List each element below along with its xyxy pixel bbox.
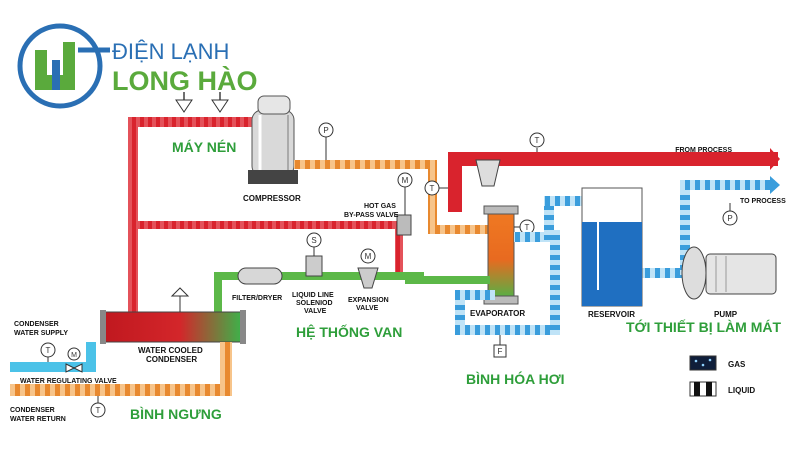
to-process-pressure-letter: P <box>727 214 732 223</box>
pressure-gauge-icon <box>318 122 334 160</box>
brand-line1: ĐIỆN LẠNH <box>112 39 229 64</box>
evap-temp-letter: T <box>525 223 530 232</box>
filter-dryer-label: FILTER/DRYER <box>232 295 282 302</box>
compressor-vn-label: MÁY NÉN <box>172 139 236 155</box>
brand-line2: LONG HÀO <box>112 65 258 96</box>
evaporator-label: EVAPORATOR <box>470 309 525 318</box>
legend-gas-label: GAS <box>728 360 746 369</box>
legend-liquid-label: LIQUID <box>728 386 755 395</box>
pump-label: PUMP <box>714 310 738 319</box>
from-process-label: FROM PROCESS <box>675 147 732 154</box>
hot-gas-label: HOT GAS <box>364 203 396 210</box>
brand-logo <box>17 23 110 109</box>
from-process-pipe <box>448 148 780 212</box>
condenser-supply-label-2: WATER SUPPLY <box>14 330 68 337</box>
cooling-device-vn-label: TỚI THIẾT BỊ LÀM MÁT <box>626 318 781 335</box>
reservoir-tank <box>581 187 643 307</box>
solenoid-valve <box>305 232 323 277</box>
expansion-motor-letter: M <box>365 252 372 261</box>
compressor <box>248 95 298 184</box>
valves-vn-label: HỆ THỐNG VAN <box>296 323 402 340</box>
regulating-valve-icon <box>65 347 83 373</box>
regulating-valve-label: WATER REGULATING VALVE <box>20 378 117 385</box>
condenser-supply-label-1: CONDENSER <box>14 321 59 328</box>
condenser-vn-label: BÌNH NGƯNG <box>130 406 222 422</box>
condenser-return-label-2: WATER RETURN <box>10 416 66 423</box>
compressor-label: COMPRESSOR <box>243 194 301 203</box>
condenser-return-temp-letter: T <box>96 406 101 415</box>
hot-gas-pipe <box>128 117 403 312</box>
bypass-valve <box>396 172 413 236</box>
bypass-valve-label: BY-PASS VALVE <box>344 212 399 219</box>
regulating-valve-letter: M <box>71 352 77 359</box>
liquid-line-label-1: LIQUID LINE <box>292 292 334 299</box>
flow-letter: F <box>498 347 503 356</box>
chilled-water-pipe <box>455 176 780 335</box>
bypass-temp-letter: T <box>430 184 435 193</box>
legend <box>689 355 717 397</box>
to-process-pressure-icon <box>722 203 738 226</box>
water-cooled-label-2: CONDENSER <box>146 355 197 364</box>
pressure-gauge-letter: P <box>323 126 328 135</box>
arrow-icon <box>175 92 229 113</box>
condenser-return-temp-icon <box>90 396 106 418</box>
flow-indicator-icon <box>493 335 507 358</box>
condenser-supply-temp-letter: T <box>46 346 51 355</box>
to-process-label: TO PROCESS <box>740 198 786 205</box>
evap-temp-icon <box>514 219 535 235</box>
strainer-valve <box>475 159 501 187</box>
expansion-label-2: VALVE <box>356 305 379 312</box>
expansion-valve <box>357 248 379 289</box>
evaporator <box>483 205 519 305</box>
condenser-relief-icon <box>170 287 190 312</box>
from-process-temp-letter: T <box>535 136 540 145</box>
from-process-temp-icon <box>529 132 545 152</box>
expansion-label-1: EXPANSION <box>348 297 389 304</box>
condenser-return-label-1: CONDENSER <box>10 407 55 414</box>
evaporator-vn-label: BÌNH HÓA HƠI <box>466 370 565 387</box>
liquid-line-label-3: VALVE <box>304 308 327 315</box>
water-cooled-label-1: WATER COOLED <box>138 346 203 355</box>
filter-dryer <box>237 267 283 285</box>
liquid-line-label-2: SOLENIOD <box>296 300 333 307</box>
condenser-water-pipe <box>10 342 232 396</box>
water-cooled-condenser <box>100 310 246 344</box>
reservoir-label: RESERVOIR <box>588 310 635 319</box>
pump <box>681 246 777 300</box>
condenser-supply-temp-icon <box>40 342 56 362</box>
solenoid-letter: S <box>311 236 316 245</box>
bypass-motor-letter: M <box>402 176 409 185</box>
